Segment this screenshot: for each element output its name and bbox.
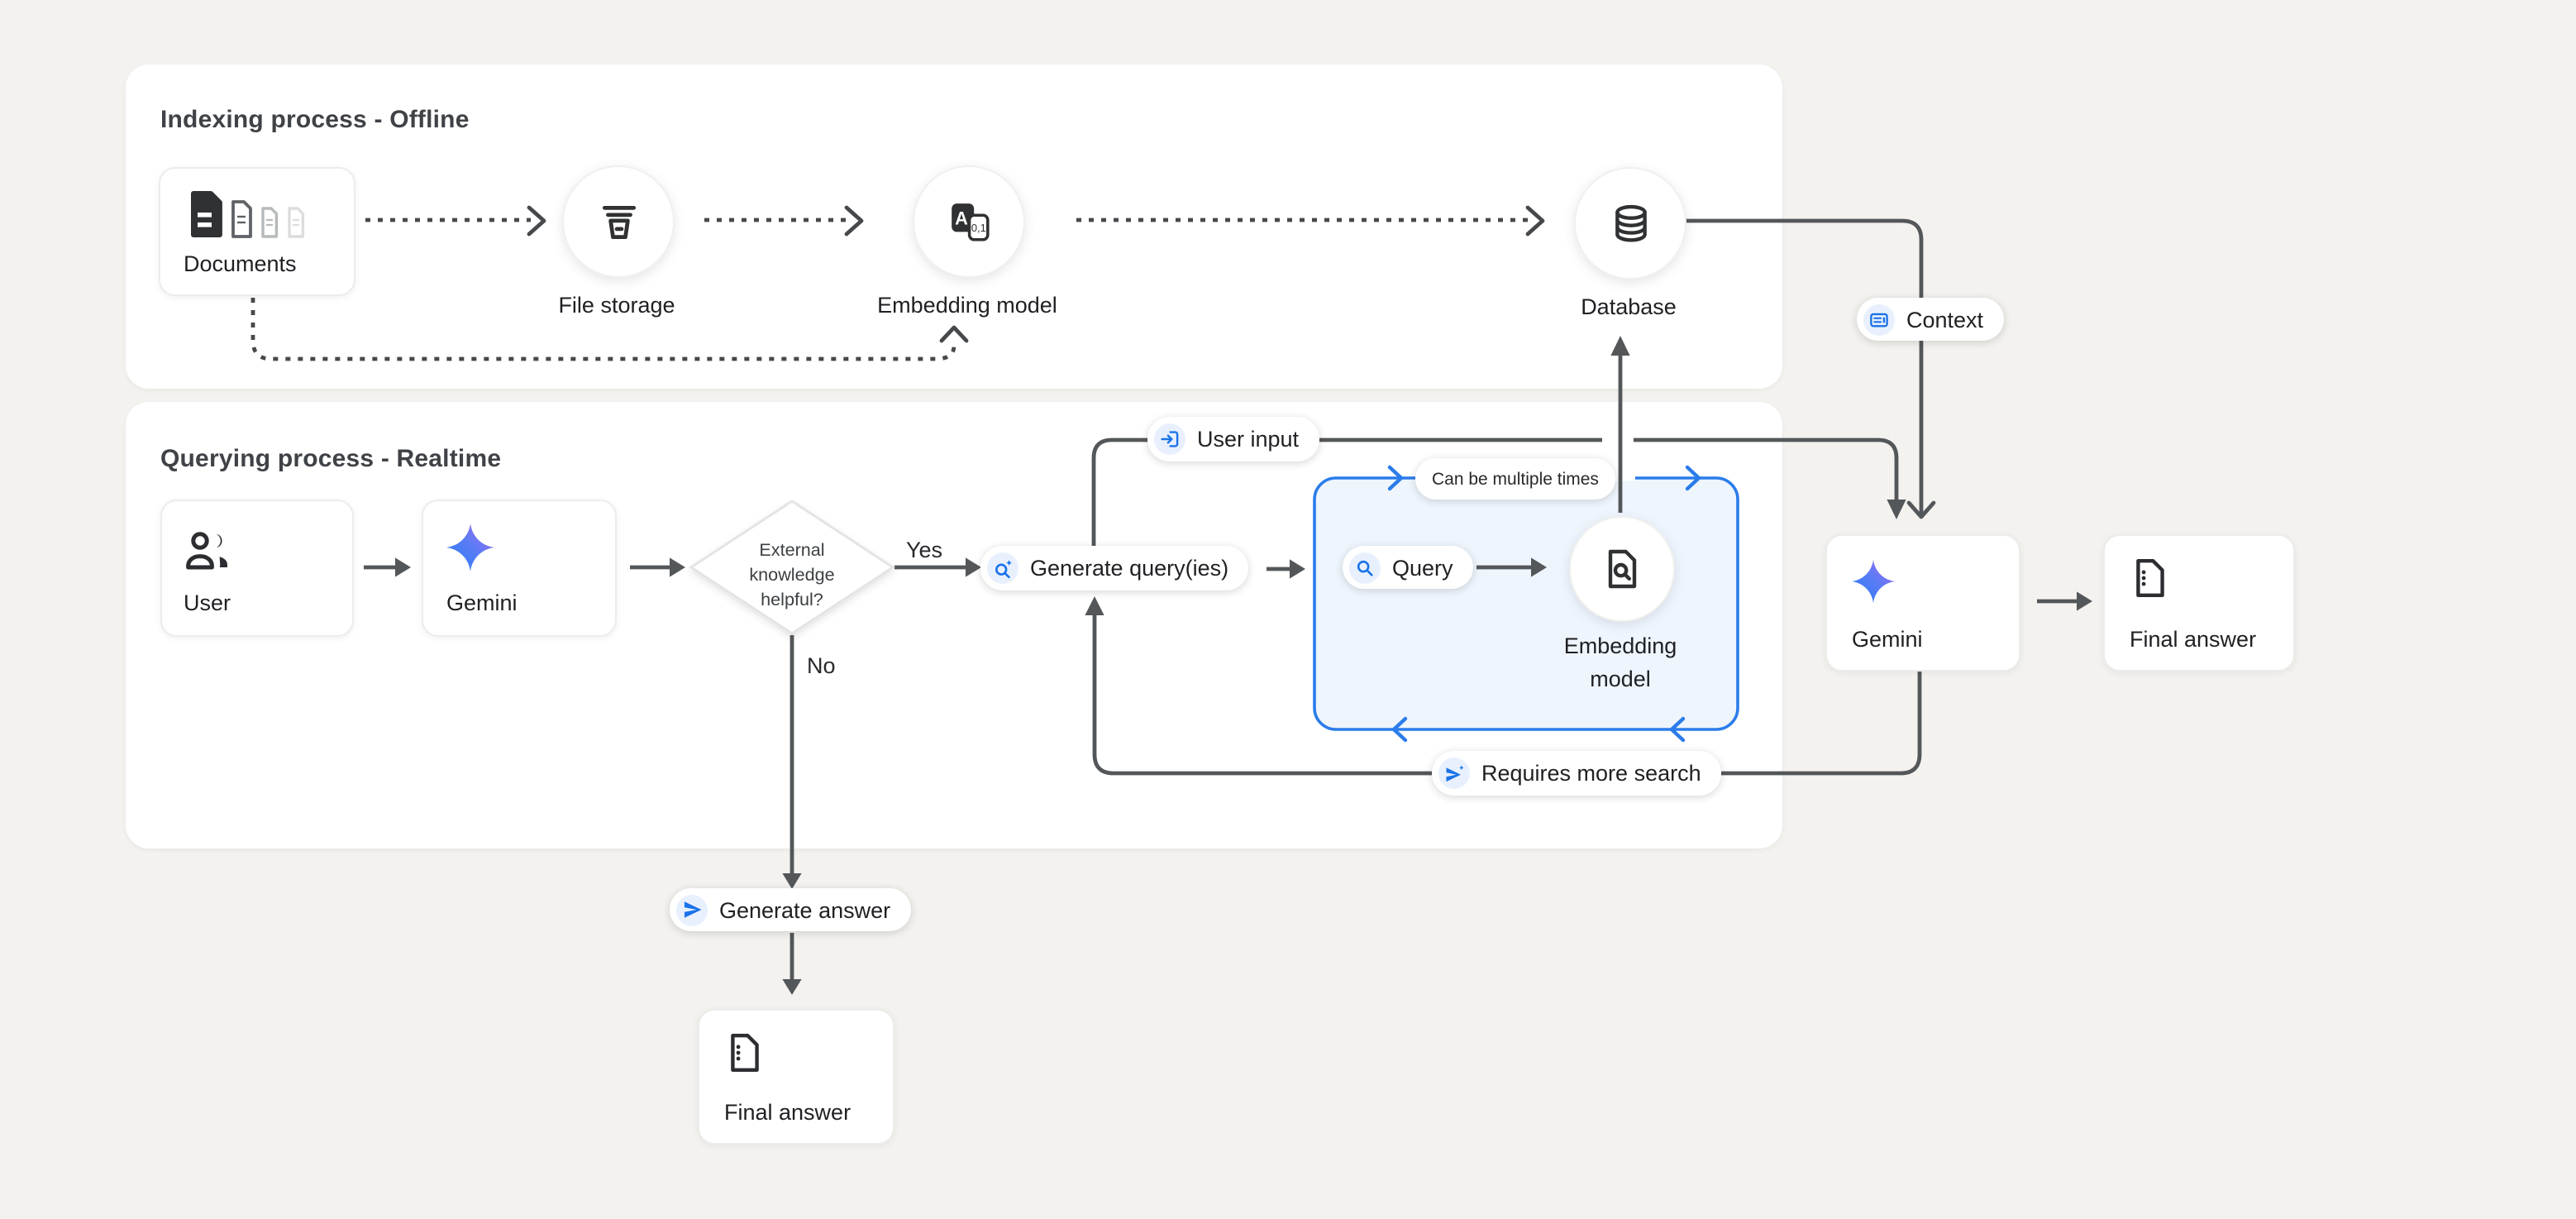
gemini-final-node: Gemini bbox=[1825, 534, 2020, 672]
context-label: Context bbox=[1906, 307, 1984, 332]
send-sparkle-icon bbox=[1438, 758, 1470, 789]
svg-text:A: A bbox=[954, 207, 967, 227]
answer-document-icon bbox=[731, 1033, 759, 1073]
generate-answer-pill: Generate answer bbox=[670, 888, 911, 931]
final-answer-bottom-node: Final answer bbox=[698, 1009, 894, 1145]
file-storage-node bbox=[562, 165, 675, 278]
users-icon bbox=[186, 532, 227, 570]
documents-icon bbox=[191, 190, 305, 238]
final-answer-right-label: Final answer bbox=[2130, 627, 2257, 652]
final-answer-right-node: Final answer bbox=[2103, 534, 2295, 672]
querying-section-title: Querying process - Realtime bbox=[160, 445, 502, 473]
decision-text: External knowledge helpful? bbox=[701, 539, 883, 614]
context-icon bbox=[1863, 304, 1895, 335]
document-search-icon bbox=[1608, 549, 1637, 589]
no-edge-label: No bbox=[807, 653, 836, 678]
user-input-label: User input bbox=[1197, 427, 1300, 452]
svg-text:0,1: 0,1 bbox=[971, 221, 985, 233]
query-pill: Query bbox=[1343, 546, 1473, 589]
send-icon bbox=[676, 894, 708, 925]
search-sparkle-icon bbox=[987, 552, 1018, 584]
translate-embedding-icon: A 0,1 bbox=[951, 203, 989, 241]
embedding-line-2: model bbox=[1590, 667, 1651, 691]
database-icon bbox=[1615, 203, 1646, 241]
gemini-final-label: Gemini bbox=[1852, 627, 1923, 652]
decision-line-2: knowledge bbox=[749, 566, 835, 586]
indexing-section-title: Indexing process - Offline bbox=[160, 106, 470, 134]
embedding-model-node: A 0,1 bbox=[913, 165, 1025, 278]
decision-line-3: helpful? bbox=[761, 590, 823, 610]
loop-note-pill: Can be multiple times bbox=[1415, 458, 1615, 500]
embedding-model-label: Embedding model bbox=[877, 293, 1057, 318]
gemini-node: Gemini bbox=[422, 500, 617, 637]
context-pill: Context bbox=[1857, 298, 2004, 341]
requires-more-search-pill: Requires more search bbox=[1432, 751, 1721, 796]
user-node: User bbox=[160, 500, 354, 637]
database-label: Database bbox=[1581, 294, 1677, 319]
documents-node: Documents bbox=[159, 167, 355, 296]
generate-queries-pill: Generate query(ies) bbox=[980, 546, 1249, 590]
generate-queries-label: Generate query(ies) bbox=[1030, 556, 1229, 581]
final-answer-bottom-label: Final answer bbox=[724, 1100, 852, 1125]
user-input-pill: User input bbox=[1147, 417, 1319, 461]
query-embedding-model-node bbox=[1569, 516, 1675, 622]
input-icon bbox=[1154, 423, 1185, 455]
decision-line-1: External bbox=[759, 541, 825, 561]
query-label: Query bbox=[1392, 555, 1453, 580]
storage-bucket-icon bbox=[601, 204, 636, 239]
file-storage-label: File storage bbox=[558, 293, 675, 318]
gemini-label: Gemini bbox=[446, 590, 518, 615]
query-embedding-model-label: Embedding model bbox=[1505, 630, 1736, 696]
answer-document-icon bbox=[2136, 558, 2164, 598]
search-icon bbox=[1349, 552, 1381, 583]
yes-edge-label: Yes bbox=[906, 538, 943, 562]
embedding-line-1: Embedding bbox=[1563, 633, 1677, 658]
documents-label: Documents bbox=[184, 251, 297, 276]
gemini-star-icon bbox=[446, 523, 495, 572]
user-label: User bbox=[184, 590, 231, 615]
generate-answer-label: Generate answer bbox=[719, 897, 891, 922]
database-node bbox=[1574, 167, 1686, 280]
requires-more-search-label: Requires more search bbox=[1481, 761, 1701, 786]
gemini-star-icon bbox=[1851, 559, 1896, 604]
